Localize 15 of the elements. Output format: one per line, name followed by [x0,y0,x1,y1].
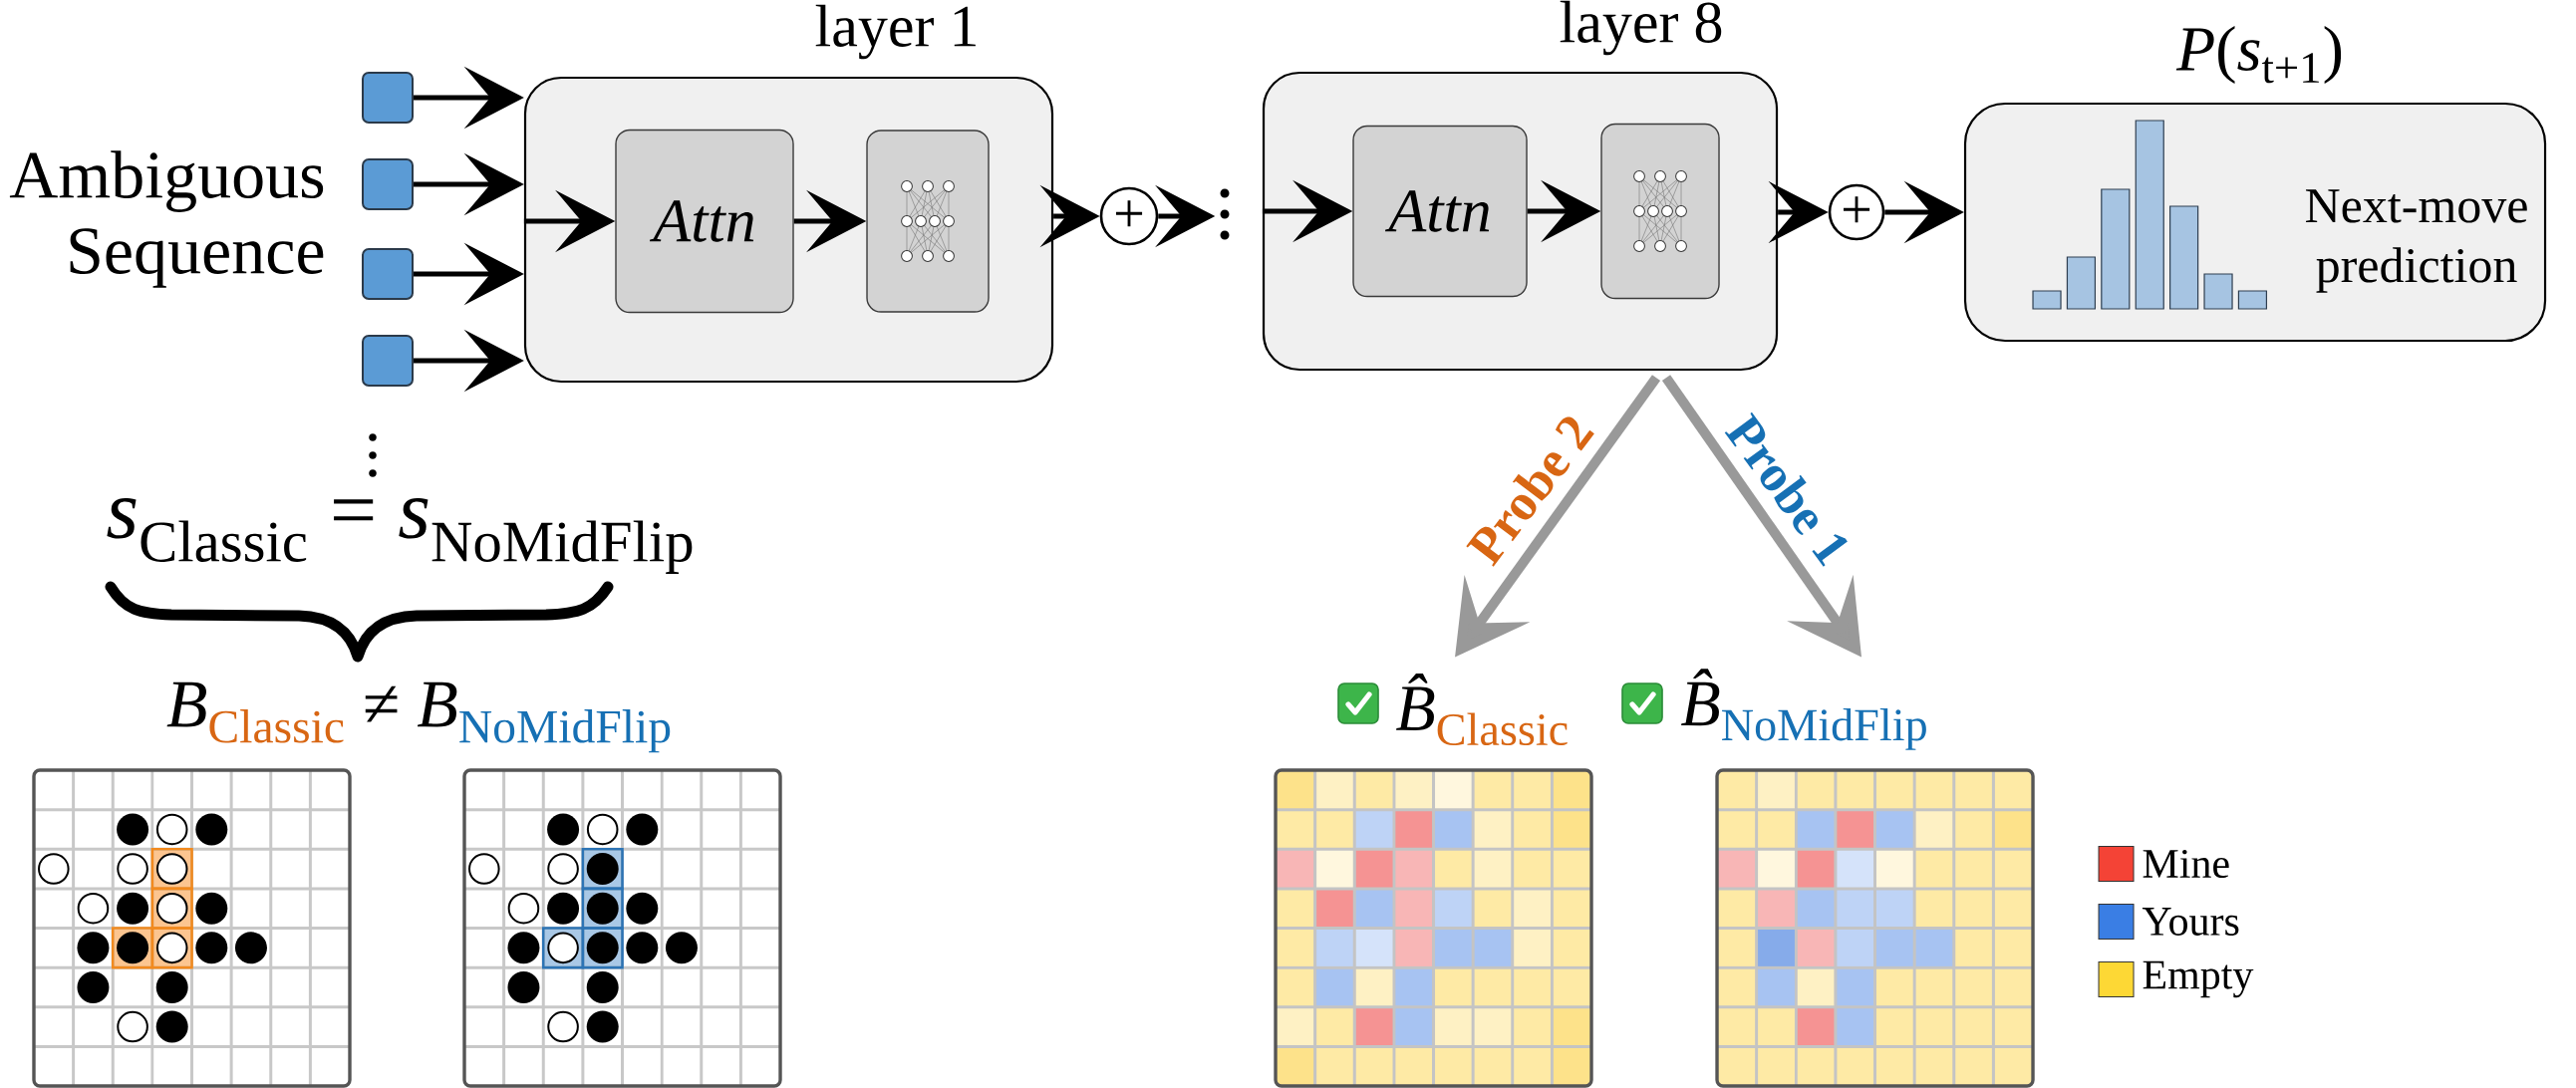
layer-label: layer 1 [815,4,976,60]
distribution-label: P(s$_{t+1}$) [2175,26,2342,84]
sequence-label: Ambiguous Sequence [9,150,324,288]
token-square [362,335,414,387]
heatmap-heading: B̂$_{Classic}$ [1396,673,1568,746]
prediction-label: Next-move prediction [2306,189,2527,293]
attention-block: Attn [1352,125,1528,298]
token-square [362,158,414,210]
attention-block: Attn [615,129,794,314]
layer-label: layer 8 [1560,0,1722,56]
legend-label: Empty [2143,960,2254,998]
legend-label: Yours [2142,908,2239,936]
legend-label: Mine [2143,849,2229,879]
token-square [362,72,414,124]
token-square [362,248,414,300]
